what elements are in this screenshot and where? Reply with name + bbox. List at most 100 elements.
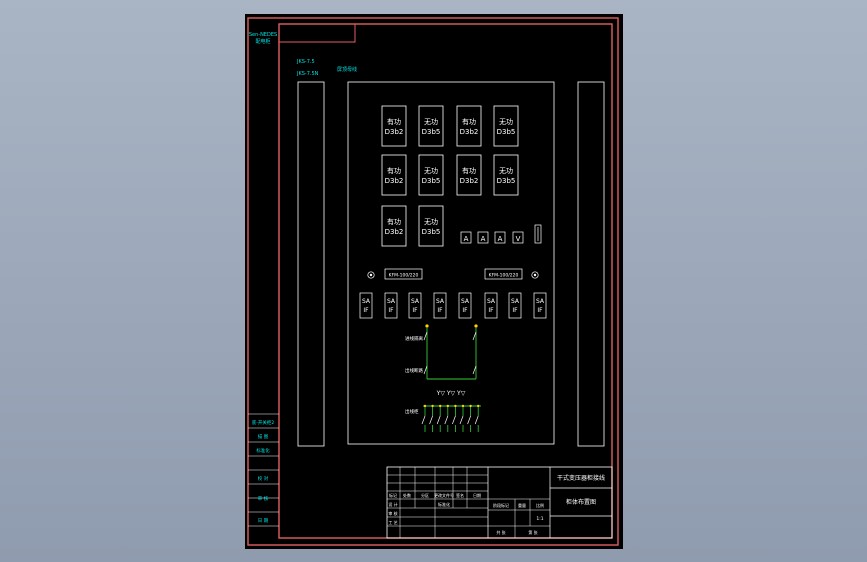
col-header: 日期	[473, 492, 481, 498]
air-switch	[408, 292, 422, 319]
svg-text:SA: SA	[362, 298, 371, 305]
svg-text:SA: SA	[511, 298, 520, 305]
air-switch	[458, 292, 472, 319]
svg-text:IF: IF	[462, 307, 468, 314]
svg-text:D3b2: D3b2	[385, 228, 404, 236]
left-strip: Sen-NEDES 配电柜 底-开关柜2 描 图 标准化 校 对 审 核 日 期	[248, 32, 279, 527]
feeder-breaker	[452, 404, 457, 432]
strip-cell-label: 校 对	[258, 475, 269, 482]
svg-text:无功: 无功	[424, 217, 438, 226]
label-bus: 屏顶母线	[337, 66, 357, 73]
svg-text:SA: SA	[387, 298, 396, 305]
label-jks-a: JKS-7.5	[296, 59, 315, 65]
feeder-breaker	[444, 404, 449, 432]
svg-text:无功: 无功	[424, 117, 438, 126]
svg-text:无功: 无功	[499, 117, 513, 126]
meter: 有功 D3b2	[456, 105, 482, 147]
svg-text:D3b5: D3b5	[422, 128, 441, 136]
feeder-group-label: 出线柜	[405, 408, 419, 415]
svg-text:D3b2: D3b2	[460, 128, 479, 136]
meter: 有功 D3b2	[381, 154, 407, 196]
selector-switch	[534, 224, 542, 244]
svg-text:有功: 有功	[387, 166, 401, 175]
meter-grid: 有功 D3b2 无功 D3b5 有功 D3b2 无功 D3b5 有功 D3b2 …	[381, 105, 519, 247]
meter: 无功 D3b5	[493, 154, 519, 196]
svg-text:无功: 无功	[424, 166, 438, 175]
svg-text:A: A	[464, 235, 469, 243]
tag-strip	[384, 268, 423, 280]
svg-text:SA: SA	[461, 298, 470, 305]
right-side-panel	[577, 81, 605, 447]
scale-label: 比例	[536, 502, 544, 508]
left-side-panel	[297, 81, 325, 447]
air-switch	[508, 292, 522, 319]
svg-text:有功: 有功	[387, 217, 401, 226]
svg-text:V: V	[516, 235, 521, 243]
lamp-icon	[367, 271, 375, 279]
voltmeter	[512, 231, 524, 244]
svg-text:SA: SA	[536, 298, 545, 305]
scale-value: 1:1	[536, 516, 543, 522]
indicator-row: KFM-100/220 KFM-100/220	[367, 268, 539, 280]
svg-text:D3b2: D3b2	[385, 177, 404, 185]
svg-text:无功: 无功	[499, 166, 513, 175]
svg-text:IF: IF	[437, 307, 443, 314]
meter: 无功 D3b5	[418, 205, 444, 247]
strip-top-label-1: Sen-NEDES	[249, 32, 277, 38]
svg-text:SA: SA	[487, 298, 496, 305]
wiring-diagram: 进线隔离 出线断路 Y▽ Y▽ Y▽ 出线柜	[405, 324, 481, 432]
tag-strip	[484, 268, 523, 280]
svg-text:D3b5: D3b5	[422, 228, 441, 236]
title-block: 干式变压器柜接线 柜体布置图 标记 处数 分区 更改文件号 签名 日期 设 计 …	[386, 466, 613, 539]
title-block-drawing-name: 柜体布置图	[566, 498, 596, 506]
title-block-title: 干式变压器柜接线	[557, 474, 605, 482]
cad-drawing-sheet: Sen-NEDES 配电柜 底-开关柜2 描 图 标准化 校 对 审 核 日 期…	[245, 14, 623, 549]
svg-text:有功: 有功	[462, 117, 476, 126]
lamp-icon	[531, 271, 539, 279]
col-header: 分区	[421, 492, 429, 498]
air-switch	[384, 292, 398, 319]
svg-text:IF: IF	[488, 307, 494, 314]
svg-text:有功: 有功	[387, 117, 401, 126]
col-header: 标记	[389, 492, 397, 498]
svg-text:KFM-100/220: KFM-100/220	[389, 273, 419, 279]
air-switch	[359, 292, 373, 319]
col-header: 更改文件号	[434, 492, 454, 498]
strip-cell-label: 标准化	[256, 447, 270, 454]
feeder-breaker	[467, 404, 472, 432]
main-panel	[347, 81, 555, 445]
sheet-number: 第 张	[528, 529, 537, 535]
col-header: 签名	[456, 492, 464, 498]
meter: 无功 D3b5	[418, 154, 444, 196]
svg-text:IF: IF	[363, 307, 369, 314]
strip-cell-label: 审 核	[258, 495, 269, 502]
row-label: 设 计	[388, 501, 397, 507]
stage-label: 阶段标记	[493, 502, 509, 508]
air-switch	[484, 292, 498, 319]
air-switch	[533, 292, 547, 319]
sheet-total: 共 张	[496, 529, 505, 535]
meter: 无功 D3b5	[493, 105, 519, 147]
svg-text:A: A	[481, 235, 486, 243]
row-label: 审 核	[388, 510, 397, 516]
drawing-background	[245, 14, 623, 549]
svg-text:IF: IF	[412, 307, 418, 314]
strip-cell-label: 描 图	[258, 433, 269, 440]
outer-frame	[247, 17, 619, 546]
row-label: 工 艺	[388, 520, 397, 525]
small-meter-row: A A A V	[460, 224, 542, 244]
ammeter	[477, 231, 489, 244]
meter: 有功 D3b2	[381, 105, 407, 147]
feeder-breaker	[429, 404, 434, 432]
svg-text:D3b2: D3b2	[460, 177, 479, 185]
svg-text:D3b5: D3b5	[497, 128, 516, 136]
ammeter	[460, 231, 472, 244]
strip-cell-label: 日 期	[258, 518, 269, 524]
strip-top-label-2: 配电柜	[255, 38, 270, 45]
svg-text:SA: SA	[436, 298, 445, 305]
label-jks-b: JKS-7.5N	[296, 71, 319, 77]
svg-text:SA: SA	[411, 298, 420, 305]
feeder-breaker	[459, 404, 465, 432]
svg-text:A: A	[498, 235, 503, 243]
